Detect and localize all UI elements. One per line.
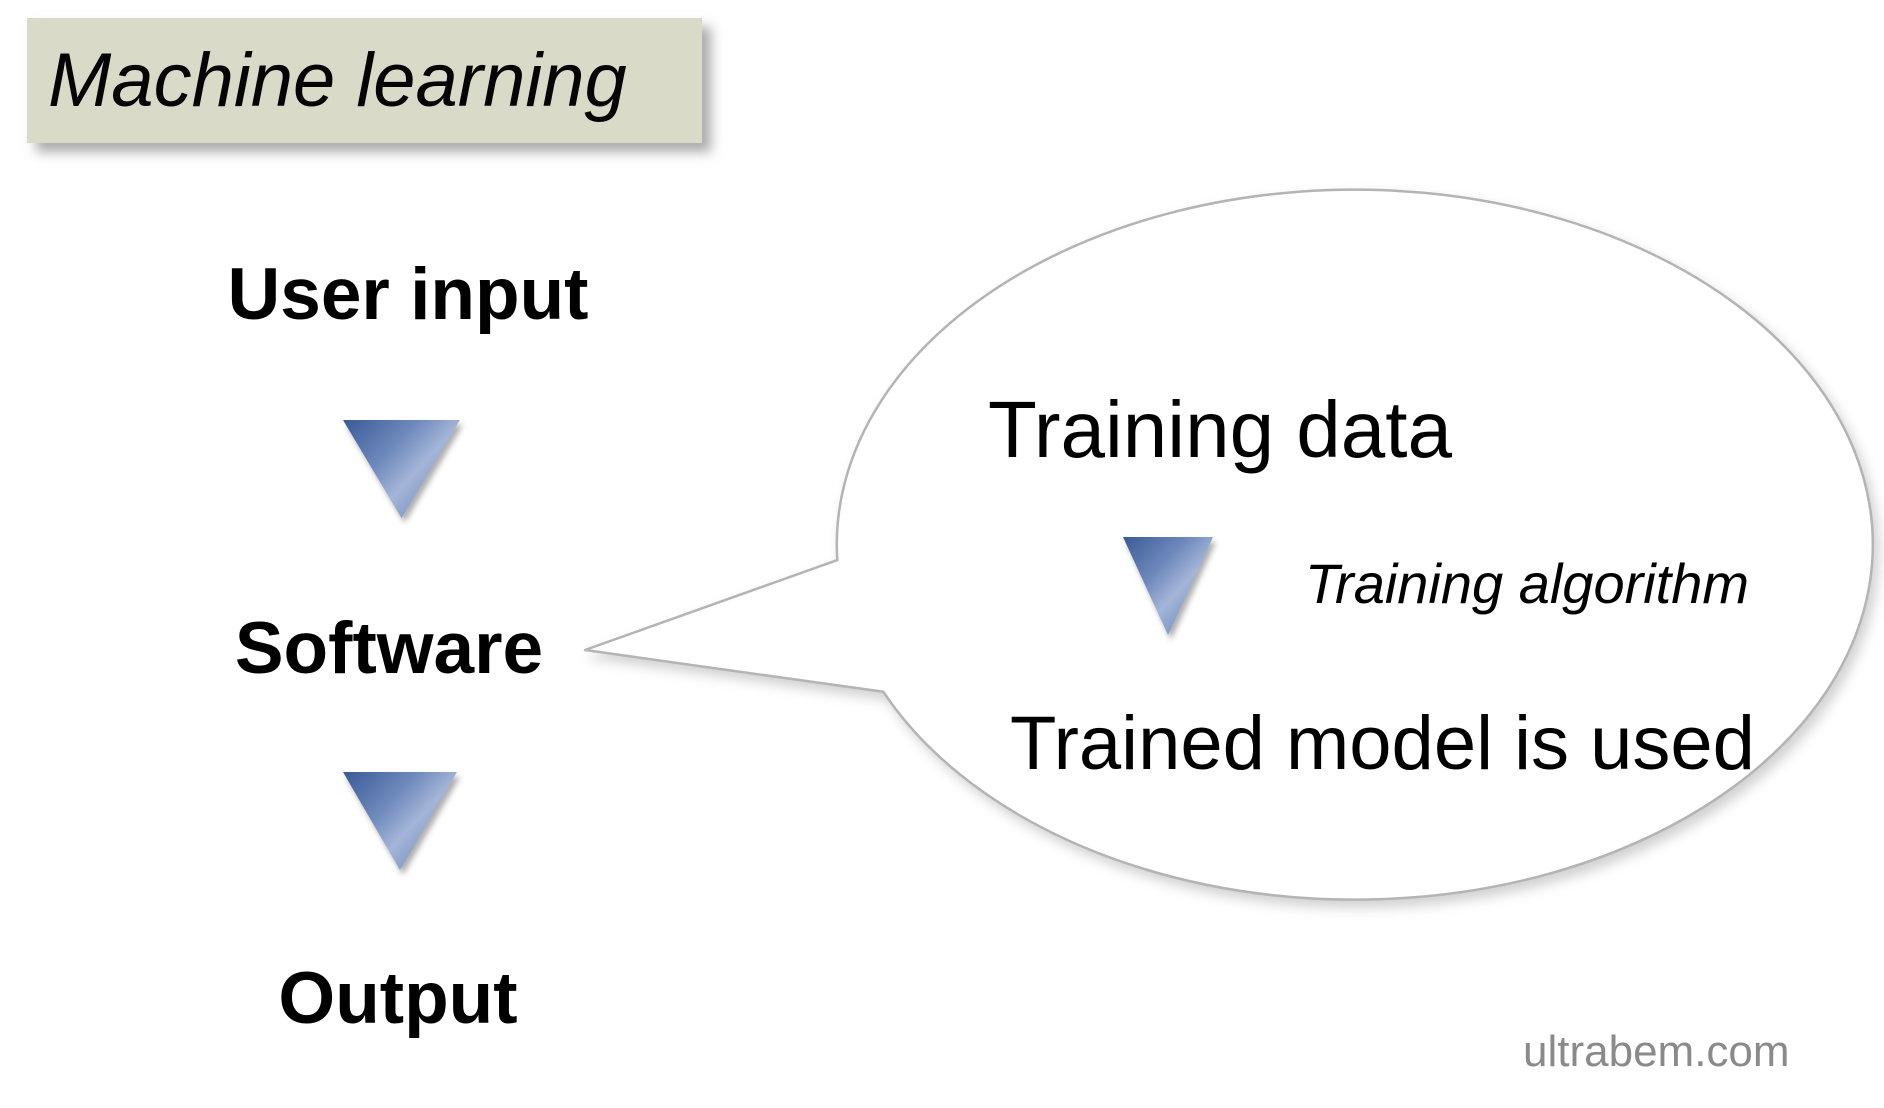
flow-step-user-input: User input xyxy=(227,254,589,335)
bubble-text-training-algorithm: Training algorithm xyxy=(1305,552,1750,615)
down-arrow-triangle xyxy=(343,420,460,518)
down-arrow-icon xyxy=(343,420,460,518)
flow-step-output: Output xyxy=(278,958,518,1039)
page-title: Machine learning xyxy=(48,37,627,123)
watermark: ultrabem.com xyxy=(1523,1027,1790,1076)
down-arrow-triangle xyxy=(1123,537,1213,635)
down-arrow-icon xyxy=(1123,537,1213,635)
down-arrow-triangle xyxy=(343,772,457,870)
bubble-text-trained-model: Trained model is used xyxy=(1010,701,1755,786)
bubble-text-training-data: Training data xyxy=(988,385,1452,474)
flow-step-software: Software xyxy=(234,608,544,689)
title-box: Machine learning xyxy=(27,18,702,143)
down-arrow-icon xyxy=(343,772,457,870)
